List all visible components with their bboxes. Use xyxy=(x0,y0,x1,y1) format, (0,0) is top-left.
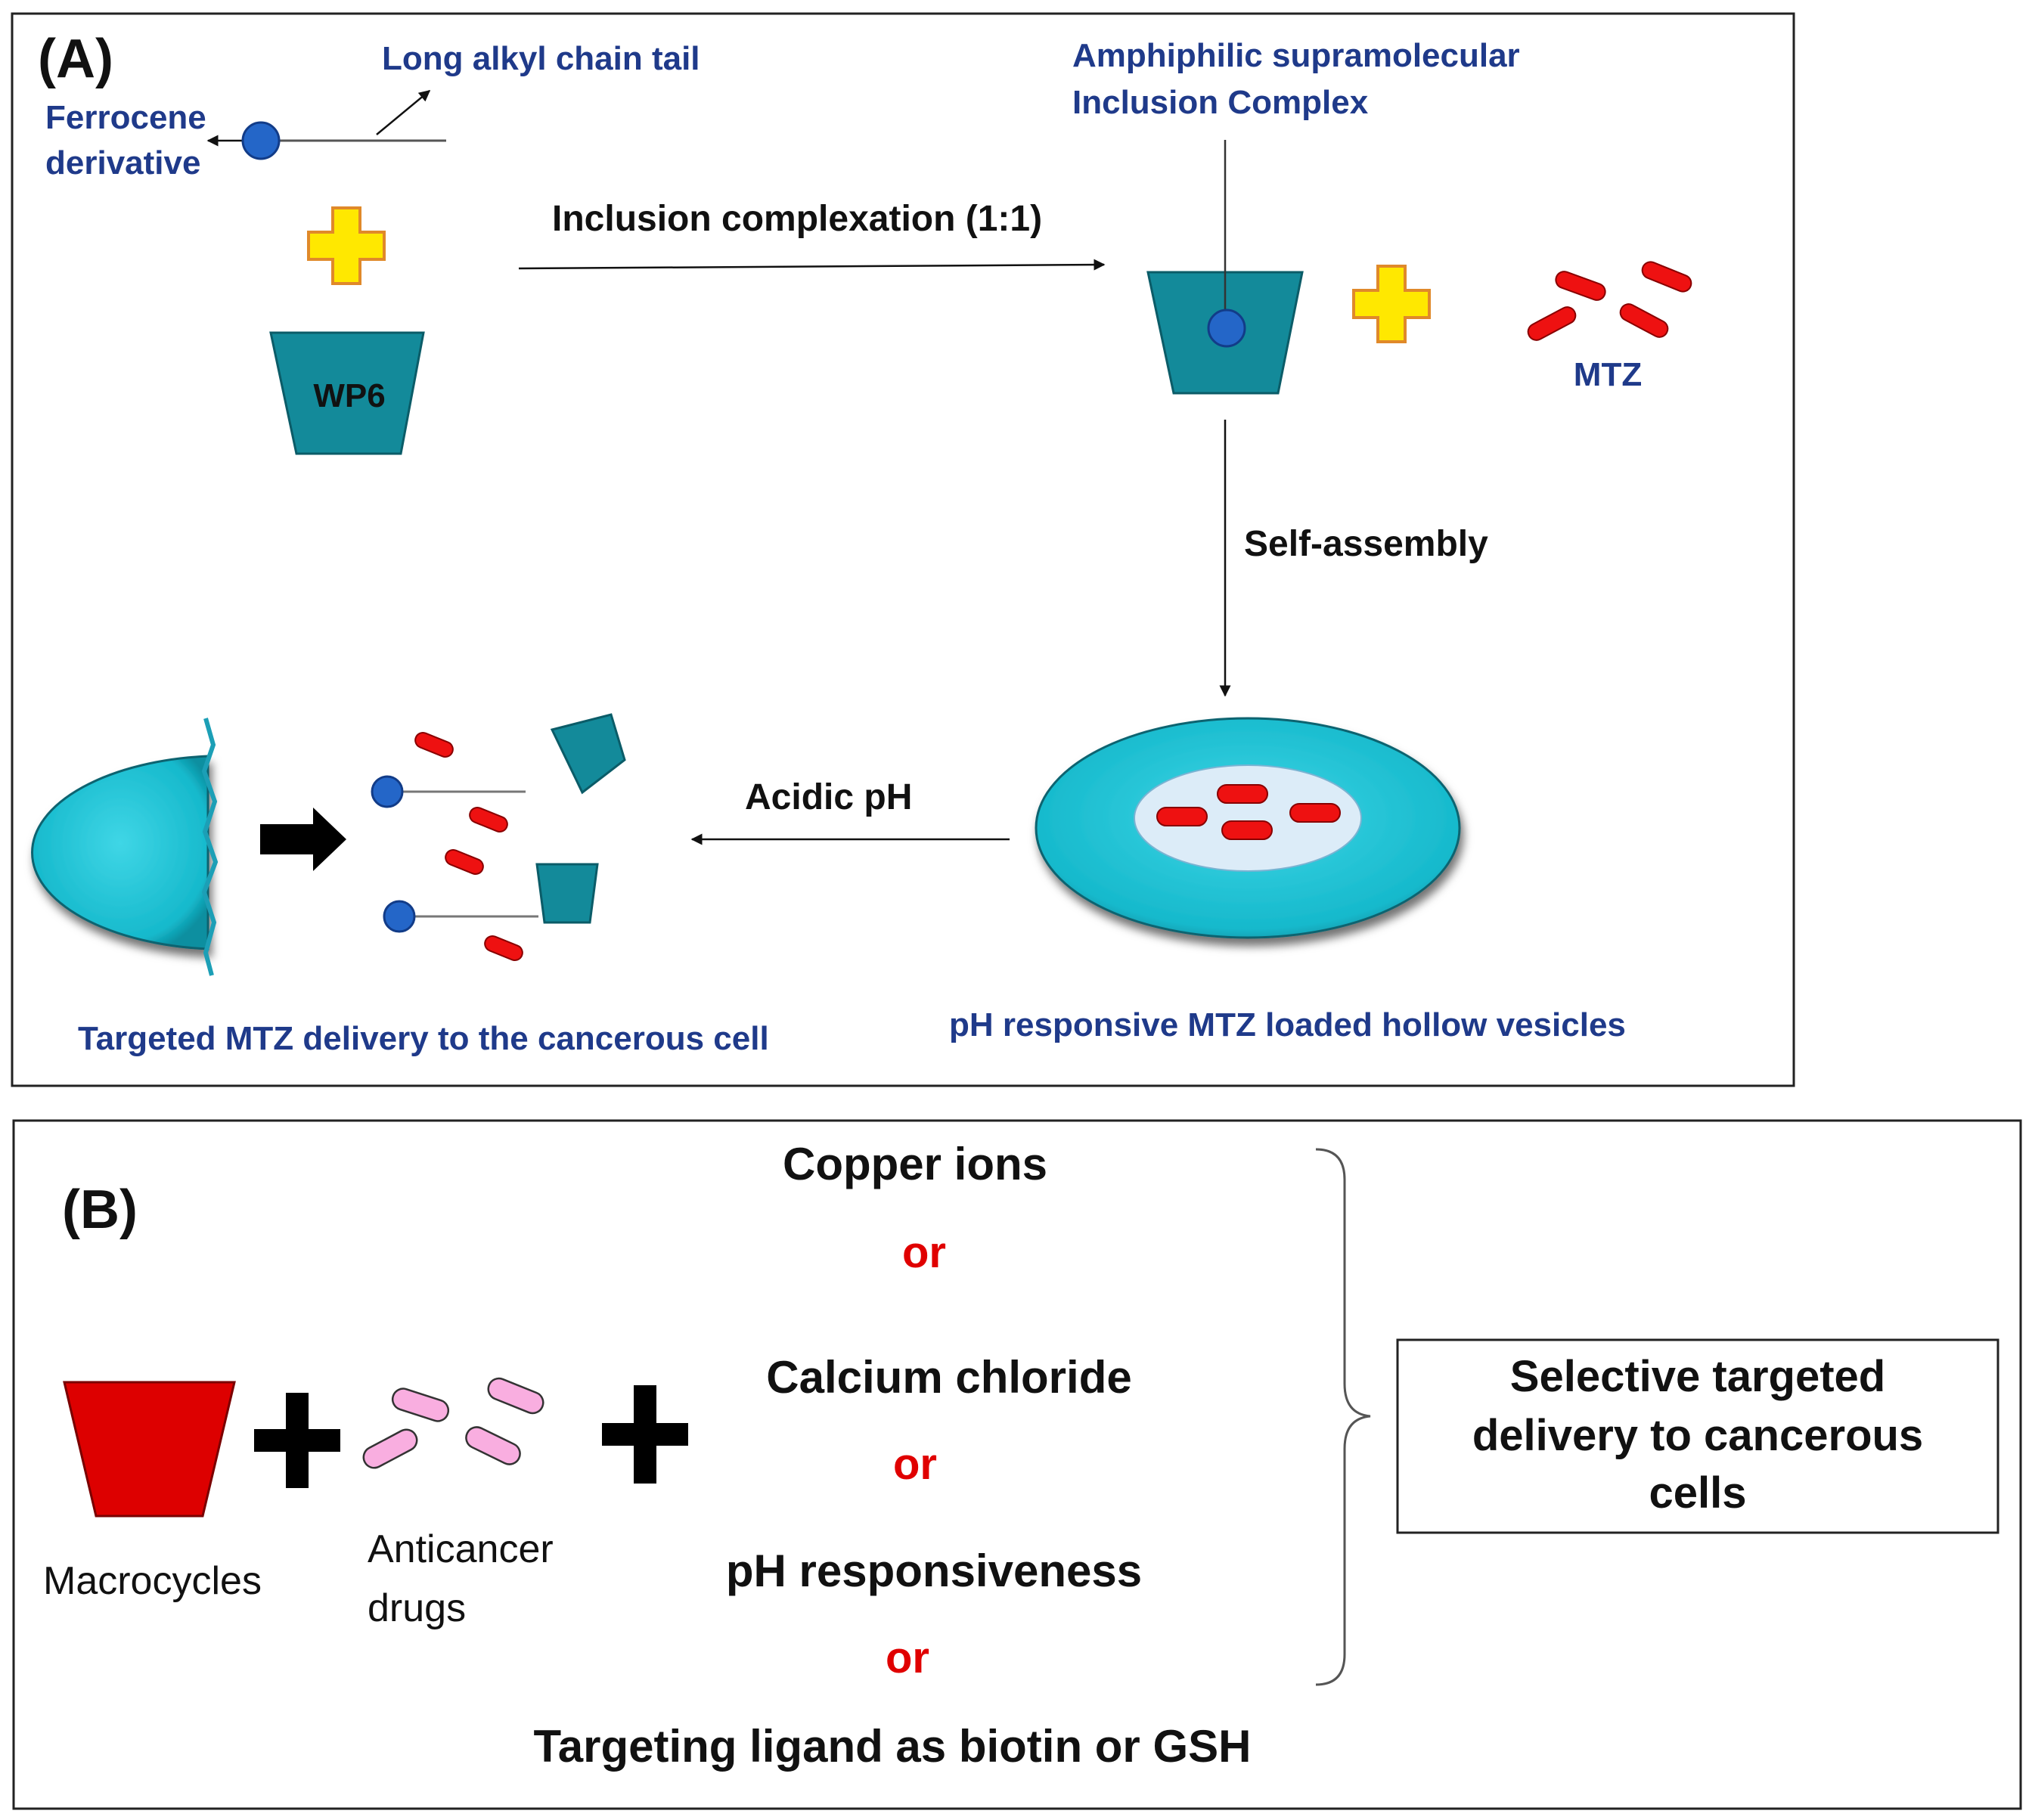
inclusion-arrow-label: Inclusion complexation (1:1) xyxy=(552,199,1042,239)
option-targeting-ligand: Targeting ligand as biotin or GSH xyxy=(534,1721,1252,1772)
released-wp6-fragment xyxy=(550,713,626,795)
mtz-drug xyxy=(1221,820,1273,840)
mtz-drug xyxy=(1217,784,1268,804)
plus-icon-2 xyxy=(1352,265,1431,343)
mtz-drug-group xyxy=(1527,261,1692,341)
released-ferrocene xyxy=(383,900,416,933)
result-line-2: delivery to cancerous xyxy=(1472,1411,1923,1460)
wp6-macrocycle xyxy=(269,331,425,455)
macrocycle-icon xyxy=(63,1381,236,1518)
mtz-drug xyxy=(1289,803,1341,823)
mtz-drug xyxy=(1619,303,1669,338)
wp6-label: WP6 xyxy=(313,377,385,414)
anticancer-drug xyxy=(362,1428,418,1469)
plus-icon xyxy=(307,206,386,285)
mtz-drug xyxy=(1641,261,1692,293)
drugs-label-line2: drugs xyxy=(368,1586,466,1630)
delivery-caption: Targeted MTZ delivery to the cancerous c… xyxy=(78,1020,769,1057)
vesicle-core xyxy=(1134,764,1362,872)
vesicle-caption: pH responsive MTZ loaded hollow vesicles xyxy=(949,1006,1626,1043)
ferrocene-label-line2: derivative xyxy=(45,144,200,181)
result-box xyxy=(1396,1338,1999,1534)
mtz-drug xyxy=(445,849,484,875)
cell-membrane-edge xyxy=(201,718,219,976)
macrocycles-label: Macrocycles xyxy=(43,1559,262,1603)
plus-icon-b1 xyxy=(254,1393,340,1488)
mtz-label: MTZ xyxy=(1574,356,1642,393)
anticancer-drug xyxy=(487,1377,544,1415)
complex-ferrocene xyxy=(1207,309,1246,348)
self-assembly-label: Self-assembly xyxy=(1244,524,1488,564)
vesicle-mtz-group xyxy=(1156,784,1341,840)
panel-a-label: (A) xyxy=(38,29,113,89)
tail-label: Long alkyl chain tail xyxy=(382,40,700,77)
or-separator: or xyxy=(893,1440,937,1489)
mtz-drug xyxy=(484,935,523,961)
anticancer-drug-group xyxy=(362,1377,544,1469)
option-ph-responsiveness: pH responsiveness xyxy=(726,1546,1142,1596)
mtz-drug xyxy=(1527,306,1577,341)
drugs-label: Anticancer xyxy=(368,1527,554,1571)
released-ferrocene xyxy=(371,775,404,808)
mtz-drug xyxy=(469,807,508,832)
complex-label-line2: Inclusion Complex xyxy=(1072,84,1369,121)
mtz-drug xyxy=(1555,271,1606,301)
cancer-cell xyxy=(31,755,209,950)
plus-icon-b2 xyxy=(602,1385,688,1484)
mtz-drug xyxy=(1156,807,1208,826)
option-calcium-chloride: Calcium chloride xyxy=(766,1352,1131,1403)
acidic-ph-label: Acidic pH xyxy=(745,777,912,817)
block-arrow xyxy=(260,808,346,871)
panel-a-frame xyxy=(11,12,1795,1087)
or-separator: or xyxy=(902,1228,946,1277)
anticancer-drug xyxy=(391,1387,450,1422)
complex-label: Amphiphilic supramolecular xyxy=(1072,37,1520,74)
or-separator: or xyxy=(886,1633,929,1682)
ferrocene-label: Ferrocene xyxy=(45,99,206,136)
released-mtz-group xyxy=(414,732,523,961)
ferrocene-circle xyxy=(241,121,281,160)
panel-b-label: (B) xyxy=(62,1180,138,1240)
inclusion-arrow xyxy=(518,259,1106,271)
result-line-3: cells xyxy=(1649,1468,1747,1518)
anticancer-drug xyxy=(465,1426,521,1465)
panel-b-frame xyxy=(12,1119,2022,1810)
tail-pointer-arrow xyxy=(376,90,431,135)
released-wp6 xyxy=(535,863,599,924)
mtz-drug xyxy=(414,732,454,758)
curly-brace xyxy=(1315,1148,1371,1686)
option-copper-ions: Copper ions xyxy=(783,1139,1047,1189)
result-line-1: Selective targeted xyxy=(1510,1352,1885,1401)
